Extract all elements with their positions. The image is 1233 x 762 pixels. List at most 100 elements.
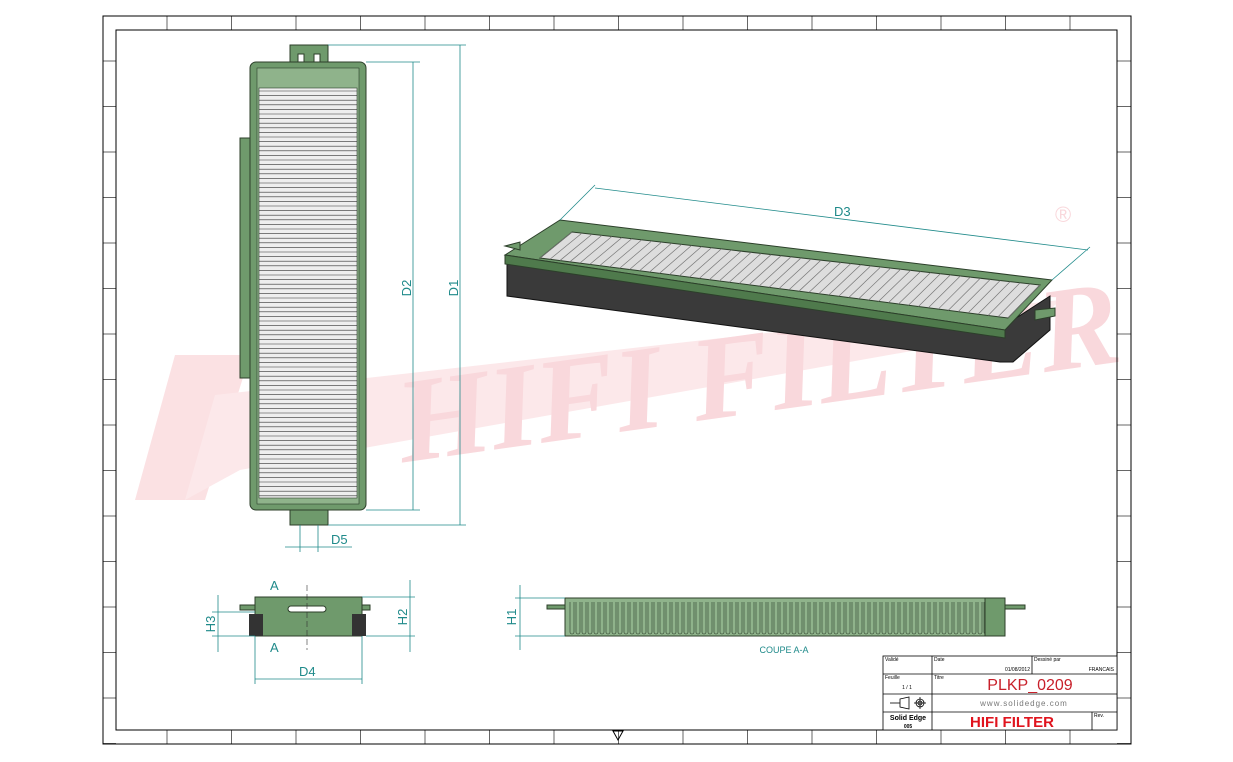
pleat-line — [689, 248, 722, 278]
pleat-line — [858, 267, 891, 300]
pleat-section — [575, 602, 581, 635]
pleat-line — [818, 263, 852, 294]
software-code: 005 — [904, 724, 913, 730]
section-marker-bottom: A — [270, 640, 279, 655]
pleat-section — [917, 602, 923, 635]
projection-symbol-icon — [890, 696, 926, 710]
dimension-d1: D1 — [328, 44, 466, 526]
dimension-h3: H3 — [203, 595, 255, 652]
zone-ticks — [103, 16, 1131, 744]
pleat-section — [809, 602, 815, 635]
pleat-line — [967, 280, 1001, 314]
pleat-section — [731, 602, 737, 635]
pleat-line — [748, 255, 782, 286]
pleat-section — [659, 602, 665, 635]
pleat-line — [738, 254, 772, 284]
pleat-line — [898, 272, 931, 305]
dimension-h2: H2 — [362, 580, 415, 652]
pleat-section — [623, 602, 629, 635]
h2-label: H2 — [395, 609, 410, 626]
pleat-line — [1007, 284, 1041, 319]
pleat-line — [768, 257, 802, 288]
pleat-section — [641, 602, 647, 635]
pleat-line — [758, 256, 792, 287]
pleat-section — [647, 602, 653, 635]
pleat-line — [788, 259, 822, 291]
pleat-line — [559, 233, 593, 261]
website: www.solidedge.com — [979, 699, 1068, 708]
pleat-line — [728, 253, 762, 283]
pleat-section — [869, 602, 875, 635]
pleat-line — [649, 244, 682, 273]
pleat-line — [549, 232, 583, 260]
pleat-section — [617, 602, 623, 635]
pleat-section — [665, 602, 671, 635]
d1-label: D1 — [446, 280, 461, 297]
pleat-section — [761, 602, 767, 635]
pleat-line — [609, 239, 642, 268]
pleat-line — [579, 236, 613, 264]
pleat-section — [941, 602, 947, 635]
pleat-section — [587, 602, 593, 635]
pleat-line — [997, 283, 1031, 317]
pleat-section — [599, 602, 605, 635]
pleat-section — [857, 602, 863, 635]
pleat-section — [677, 602, 683, 635]
pleat-line — [848, 266, 881, 298]
pleat-section — [881, 602, 887, 635]
pleat-section — [803, 602, 809, 635]
pleat-line — [868, 268, 901, 301]
pleat-line — [977, 281, 1011, 315]
d4-label: D4 — [299, 664, 316, 679]
front-view — [239, 44, 367, 526]
pleat-line — [539, 231, 573, 259]
pleat-section — [653, 602, 659, 635]
validated-label: Validé — [885, 657, 899, 663]
pleat-line — [778, 258, 812, 289]
pleat-section — [683, 602, 689, 635]
pleat-line — [709, 250, 742, 280]
pleat-section — [851, 602, 857, 635]
pleat-section — [737, 602, 743, 635]
pleat-section — [713, 602, 719, 635]
pleat-section — [695, 602, 701, 635]
dimension-d3: D3 — [559, 184, 1091, 281]
title-block — [882, 655, 1118, 731]
pleat-line — [948, 277, 981, 311]
pleat-section — [815, 602, 821, 635]
sheet-label: Feuille — [885, 675, 900, 681]
pleat-section — [863, 602, 869, 635]
pleat-line — [659, 245, 692, 274]
pleat-section — [689, 602, 695, 635]
inner-border — [115, 29, 1118, 731]
pleat-section — [671, 602, 677, 635]
pleat-section — [773, 602, 779, 635]
rev-label: Rev. — [1094, 713, 1104, 719]
pleat-section — [971, 602, 977, 635]
pleat-section — [701, 602, 707, 635]
brand-name: HIFI FILTER — [970, 714, 1054, 731]
pleat-section — [911, 602, 917, 635]
pleat-section — [779, 602, 785, 635]
date-label: Date — [934, 657, 945, 663]
centering-mark — [612, 730, 624, 742]
pleat-line — [569, 235, 603, 263]
d2-label: D2 — [399, 280, 414, 297]
pleat-section — [899, 602, 905, 635]
pleat-line — [828, 264, 862, 296]
pleat-line — [639, 243, 672, 272]
pleat-section — [581, 602, 587, 635]
part-number: PLKP_0209 — [987, 677, 1073, 694]
section-view — [546, 597, 1026, 637]
pleat-line — [629, 241, 662, 270]
pleat-section — [797, 602, 803, 635]
pleat-section — [875, 602, 881, 635]
registered-mark: ® — [1055, 202, 1071, 227]
software-label: Solid Edge — [890, 715, 926, 722]
title-label: Titre — [934, 675, 944, 681]
pleat-line — [928, 275, 961, 309]
pleat-line — [599, 238, 632, 266]
d3-label: D3 — [834, 204, 851, 219]
pleat-line — [669, 246, 702, 275]
pleat-line — [918, 274, 951, 307]
